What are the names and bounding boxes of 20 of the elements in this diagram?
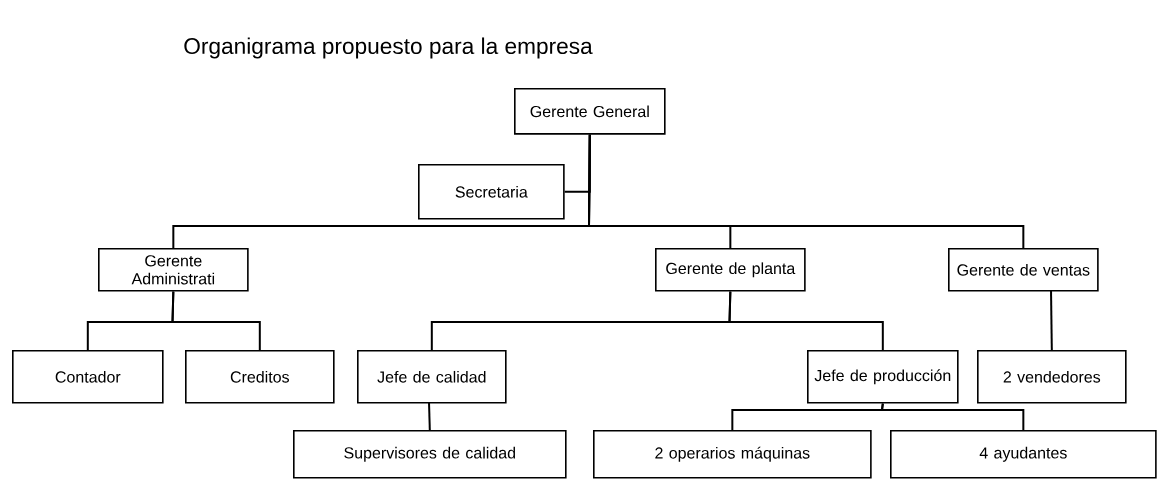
org-box: Supervisores de calidad — [293, 430, 567, 479]
connector-line — [588, 133, 1025, 249]
connector-line — [1050, 289, 1053, 351]
org-box: Jefe de calidad — [357, 350, 507, 404]
connector-line — [428, 401, 431, 431]
org-box: Gerente de ventas — [948, 248, 1099, 292]
org-box: Creditos — [185, 350, 335, 404]
org-box: Gerente de planta — [655, 248, 806, 292]
org-box: Jefe de producción — [807, 350, 959, 404]
connector-line — [880, 402, 1025, 431]
org-box: Contador — [12, 350, 164, 404]
title: Organigrama propuesto para la empresa — [184, 37, 593, 59]
org-box: Gerente Administrati — [98, 248, 249, 292]
org-box: 4 ayudantes — [890, 430, 1157, 479]
connector-line — [728, 290, 884, 351]
org-box: Gerente General — [514, 88, 666, 135]
org-box: 2 vendedores — [977, 350, 1127, 404]
connector-line — [171, 290, 261, 351]
org-box: 2 operarios máquinas — [593, 430, 872, 479]
org-box: Secretaria — [418, 164, 565, 220]
